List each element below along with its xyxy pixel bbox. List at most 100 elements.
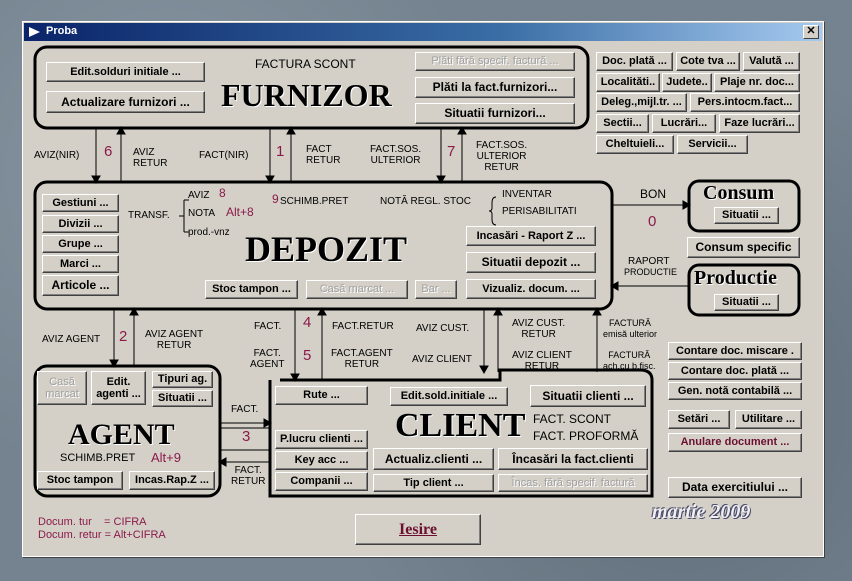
situatii-furnizori-button[interactable]: Situatii furnizori... [415,103,575,124]
edit-sold-initiale-button[interactable]: Edit.sold.initiale ... [390,387,508,406]
edit-agenti-button[interactable]: Edit. agenti ... [91,371,146,405]
marci-button[interactable]: Marci ... [42,255,119,273]
raport-label: RAPORT [628,256,670,267]
alt-9: Alt+9 [151,450,181,465]
depozit-title: DEPOZIT [245,229,408,269]
contare-doc-miscare-button[interactable]: Contare doc. miscare . [668,342,802,360]
cheltuieli-button[interactable]: Cheltuieli... [596,135,674,154]
consum-title: Consum [703,182,775,204]
tipuri-ag-button[interactable]: Tipuri ag. [152,371,213,388]
close-button[interactable]: ✕ [803,25,819,39]
key-acc-button[interactable]: Key acc ... [275,451,368,470]
sectii-button[interactable]: Sectii... [596,114,649,133]
fact-sos-ulterior-label: FACT.SOS. ULTERIOR [370,144,422,166]
iesire-button[interactable]: Iesire [355,514,481,545]
fact-label: FACT. [254,321,282,332]
valuta-button[interactable]: Valută ... [743,52,800,71]
incasari-fact-clienti-button[interactable]: Încasări la fact.clienti [498,448,648,470]
rute-button[interactable]: Rute ... [275,386,368,405]
doc-plata-button[interactable]: Doc. plată ... [596,52,673,71]
judete-button[interactable]: Judete.. [662,73,712,92]
fact-agent-label: FACT. AGENT [250,348,285,370]
data-exercitiului-button[interactable]: Data exercitiului ... [668,477,802,498]
agent-title: AGENT [68,418,175,451]
docum-tur-note: Docum. tur = CIFRA [38,516,147,528]
inventar-label: INVENTAR [502,189,552,200]
aviz-nir-label: AVIZ(NIR) [34,150,80,161]
anulare-document-button[interactable]: Anulare document ... [668,433,802,452]
utilitare-button[interactable]: Utilitare ... [735,410,802,429]
window-title: Proba [46,25,78,37]
tip-client-button[interactable]: Tip client ... [373,474,494,492]
casa-marcat-depozit-button[interactable]: Casă marcat ... [306,280,408,299]
aviz-label: AVIZ [188,190,210,201]
app-icon [29,27,40,37]
pers-intocm-fact-button[interactable]: Pers.intocm.fact... [690,93,800,112]
situatii-consum-button[interactable]: Situatii ... [714,207,779,224]
key-6: 6 [104,143,113,160]
factura-emisa-label: FACTURĂ emisă ulterior [603,318,658,339]
productie-title: Productie [694,267,777,289]
articole-button[interactable]: Articole ... [42,275,119,296]
situatii-depozit-button[interactable]: Situatii depozit ... [466,252,596,273]
edit-solduri-button[interactable]: Edit.solduri initiale ... [46,62,205,82]
servicii-button[interactable]: Servicii... [677,135,748,154]
localitati-button[interactable]: Localităti.. [596,73,660,92]
productie-box [687,263,801,317]
gen-nota-contabila-button[interactable]: Gen. notă contabilă ... [668,382,802,400]
lucrari-button[interactable]: Lucrări... [652,114,716,133]
fact-agent-retur-label: FACT.AGENT RETUR [331,348,393,370]
incasari-raport-z-button[interactable]: Incasări - Raport Z ... [466,226,596,246]
transf-label: TRANSF. [128,210,170,221]
key-7: 7 [447,143,456,160]
aviz-retur-label: AVIZ RETUR [133,147,168,169]
plati-fara-specif-button[interactable]: Plăti fără specif. factură ... [415,52,575,71]
depozit-box [33,180,614,311]
fact-agent-client-label: FACT. [231,404,259,415]
stoc-tampon-depozit-button[interactable]: Stoc tampon ... [205,280,298,299]
fact-nir-label: FACT(NIR) [199,150,249,161]
contare-doc-plata-button[interactable]: Contare doc. plată ... [668,362,802,380]
productie-label: PRODUCTIE [624,267,678,277]
cote-tva-button[interactable]: Cote tva ... [676,52,740,71]
schimb-pret-agent-label: SCHIMB.PRET [60,452,136,464]
incas-rap-z-button[interactable]: Incas.Rap.Z ... [129,471,215,490]
plati-fact-furnizori-button[interactable]: Plăti la fact.furnizori... [415,77,575,98]
faze-lucrari-button[interactable]: Faze lucrări... [719,114,800,133]
setari-button[interactable]: Setări ... [668,410,730,429]
situatii-clienti-button[interactable]: Situatii clienti ... [530,385,646,407]
deleg-mijl-tr-button[interactable]: Deleg.,mijl.tr. ... [596,93,687,112]
key-8: 8 [219,186,226,200]
docum-retur-note: Docum. retur = Alt+CIFRA [38,529,166,541]
casa-marcat-agent-button[interactable]: Casă marcat [37,371,87,405]
title-bar: Proba ✕ [24,23,822,41]
actualiz-clienti-button[interactable]: Actualiz.clienti ... [373,448,494,470]
fact-retur-agent-label: FACT. RETUR [231,465,266,487]
divizii-button[interactable]: Divizii ... [42,215,119,233]
aviz-agent-label: AVIZ AGENT [42,334,101,345]
situatii-agent-button[interactable]: Situatii ... [152,390,213,407]
situatii-productie-button[interactable]: Situatii ... [714,294,779,311]
brace [488,196,497,226]
bar-button[interactable]: Bar ... [415,280,457,299]
gestiuni-button[interactable]: Gestiuni ... [42,194,119,212]
agent-box [33,364,222,498]
key-9: 9 [272,192,279,206]
plaje-nr-doc-button[interactable]: Plaje nr. doc... [714,73,800,92]
key-1: 1 [276,143,285,160]
furnizor-title: FURNIZOR [221,77,392,113]
stoc-tampon-agent-button[interactable]: Stoc tampon [37,471,123,490]
actualizare-furnizori-button[interactable]: Actualizare furnizori ... [46,91,205,113]
plucru-clienti-button[interactable]: P.lucru clienti ... [275,430,368,449]
aviz-agent-retur-label: AVIZ AGENT RETUR [145,329,204,351]
fact-retur-mid-label: FACT.RETUR [332,321,394,332]
vizualiz-docum-button[interactable]: Vizualiz. docum. ... [466,279,596,299]
grupe-button[interactable]: Grupe ... [42,235,119,253]
fact-retur-label: FACT RETUR [306,144,341,166]
consum-specific-button[interactable]: Consum specific [687,237,800,258]
companii-button[interactable]: Companii ... [275,472,368,491]
incas-fara-specif-button[interactable]: Încas. fără specif. factură [498,474,648,492]
prod-vnz-label: prod.-vnz [188,227,230,238]
nota-regl-stoc-label: NOTĂ REGL. STOC [380,196,471,207]
client-title: CLIENT [395,407,526,444]
